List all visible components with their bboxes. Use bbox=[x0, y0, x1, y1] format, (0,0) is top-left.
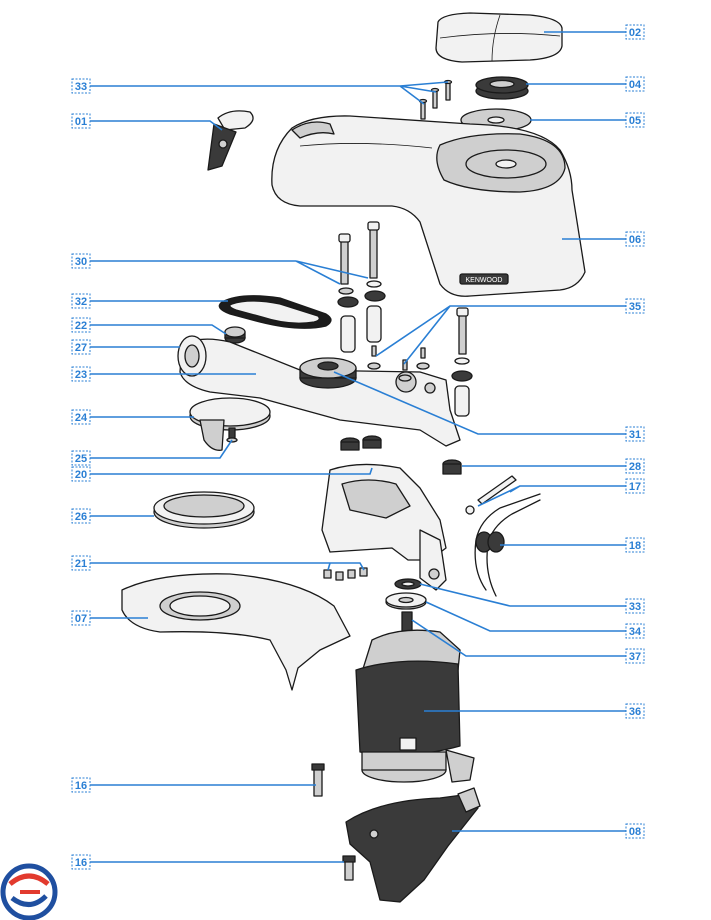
callout-label: 31 bbox=[629, 429, 641, 441]
callout-label: 16 bbox=[75, 857, 87, 869]
callout-label: 26 bbox=[75, 511, 87, 523]
callout-gear-nut: 22 bbox=[71, 317, 91, 333]
brand-logo bbox=[0, 863, 58, 920]
callout-label: 34 bbox=[629, 626, 642, 638]
callout-label: 30 bbox=[75, 256, 87, 268]
fan-spacer-part bbox=[385, 592, 427, 610]
callout-label: 35 bbox=[629, 301, 641, 313]
motor-washer-part bbox=[394, 578, 422, 590]
callout-drive-belt: 32 bbox=[71, 293, 91, 309]
callout-spring-pin: 17 bbox=[625, 478, 645, 494]
lower-gear-part bbox=[189, 397, 271, 451]
bottom-cover-part bbox=[121, 573, 351, 691]
top-cover-part bbox=[435, 12, 563, 63]
callout-fixing-screw-b: 16 bbox=[71, 854, 91, 870]
callout-label: 22 bbox=[75, 320, 87, 332]
callout-gear-pulley: 31 bbox=[625, 426, 645, 442]
callout-label: 08 bbox=[629, 826, 641, 838]
gearbox-arm-part bbox=[177, 335, 461, 447]
drive-belt-part bbox=[218, 295, 332, 329]
drive-pin-part bbox=[226, 427, 238, 443]
callout-label: 37 bbox=[629, 651, 641, 663]
callout-fixing-screw-a: 16 bbox=[71, 777, 91, 793]
chassis-frame-part bbox=[321, 463, 447, 591]
callout-label: 05 bbox=[629, 115, 641, 127]
callout-chassis-frame: 20 bbox=[71, 466, 91, 482]
callout-small-screws: 35 bbox=[625, 298, 645, 314]
motor-unit-part bbox=[355, 629, 475, 783]
trim-ring-part bbox=[153, 491, 255, 529]
top-ring-part bbox=[475, 76, 529, 100]
callout-label: 32 bbox=[75, 296, 87, 308]
callout-trim-ring: 26 bbox=[71, 508, 91, 524]
gear-pulley-part bbox=[299, 357, 357, 389]
head-housing-part: KENWOOD bbox=[271, 115, 586, 297]
bushings-part bbox=[340, 435, 462, 475]
callout-motor-unit: 36 bbox=[625, 703, 645, 719]
callout-label: 33 bbox=[629, 601, 641, 613]
callout-label: 04 bbox=[629, 79, 642, 91]
callout-screw-set-top: 33 bbox=[71, 78, 91, 94]
fixing-screw-b-part bbox=[342, 855, 356, 881]
spring-pin-part bbox=[465, 475, 517, 515]
callout-rubber-feet: 21 bbox=[71, 555, 91, 571]
side-clip-part bbox=[207, 110, 254, 171]
callout-tilt-spring: 18 bbox=[625, 537, 645, 553]
callout-lower-gear: 24 bbox=[71, 409, 91, 425]
callout-label: 01 bbox=[75, 116, 87, 128]
callout-top-cover: 02 bbox=[625, 24, 645, 40]
callout-label: 18 bbox=[629, 540, 641, 552]
callout-label: 06 bbox=[629, 234, 641, 246]
callout-motor-base: 08 bbox=[625, 823, 645, 839]
long-bolts-part bbox=[337, 221, 386, 353]
callout-head-housing: 06 bbox=[625, 231, 645, 247]
callout-motor-shaft: 37 bbox=[625, 648, 645, 664]
callout-label: 28 bbox=[629, 461, 641, 473]
callout-label: 16 bbox=[75, 780, 87, 792]
callout-outlet-hub: 27 bbox=[71, 339, 91, 355]
callout-label: 21 bbox=[75, 558, 87, 570]
callout-flat-washer-disc: 05 bbox=[625, 112, 645, 128]
callout-label: 36 bbox=[629, 706, 641, 718]
callout-drive-pin: 25 bbox=[71, 450, 91, 466]
right-bolt-stack-part bbox=[451, 307, 473, 417]
rubber-feet-part bbox=[323, 567, 368, 581]
leader-lines bbox=[90, 31, 626, 863]
callout-bushing: 28 bbox=[625, 458, 645, 474]
gear-nut-part bbox=[224, 326, 246, 344]
callout-label: 07 bbox=[75, 613, 87, 625]
motor-base-part bbox=[345, 787, 481, 903]
small-screws-part bbox=[367, 345, 430, 382]
callout-label: 02 bbox=[629, 27, 641, 39]
callout-bottom-cover: 07 bbox=[71, 610, 91, 626]
tilt-spring-part bbox=[474, 493, 541, 597]
callout-label: 23 bbox=[75, 369, 87, 381]
housing-logo: KENWOOD bbox=[466, 277, 503, 284]
callout-label: 20 bbox=[75, 469, 87, 481]
callout-motor-washer: 33 bbox=[625, 598, 645, 614]
fixing-screw-a-part bbox=[311, 763, 325, 797]
callout-label: 24 bbox=[75, 412, 88, 424]
callout-gearbox-arm: 23 bbox=[71, 366, 91, 382]
callout-label: 25 bbox=[75, 453, 87, 465]
callout-long-bolts: 30 bbox=[71, 253, 91, 269]
callout-label: 17 bbox=[629, 481, 641, 493]
callout-top-ring: 04 bbox=[625, 76, 645, 92]
callout-label: 33 bbox=[75, 81, 87, 93]
callout-label: 27 bbox=[75, 342, 87, 354]
callout-fan-spacer: 34 bbox=[625, 623, 645, 639]
callout-side-clip: 01 bbox=[71, 113, 91, 129]
screw-set-top-part bbox=[418, 79, 453, 120]
